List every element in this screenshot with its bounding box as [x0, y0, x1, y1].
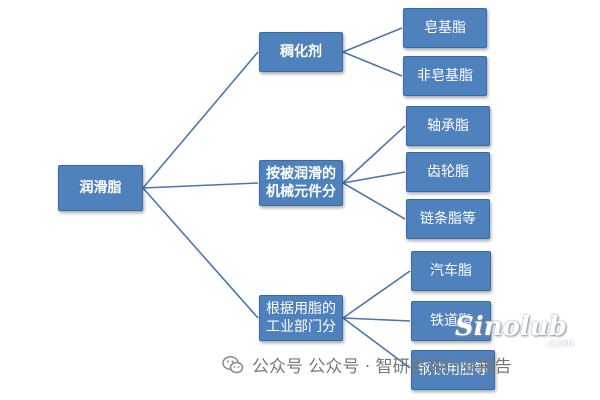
branch-node-thickener: 稠化剂	[259, 32, 343, 72]
branch-node-machine-component: 按被润滑的 机械元件分	[259, 160, 343, 206]
watermark-text: 公众号 公众号 · 智研咨询行业报告	[252, 357, 512, 377]
link-root-thickener	[142, 51, 259, 189]
link-component-bearing	[342, 125, 406, 184]
leaf-node-non-soap-grease: 非皂基脂	[403, 56, 487, 96]
leaf-node-gear-grease: 齿轮脂	[406, 152, 490, 192]
link-root-industry	[142, 187, 259, 319]
link-component-chain	[342, 182, 406, 220]
branch-node-industry: 根据用脂的 工业部门分	[259, 295, 343, 341]
sinolub-logo: Sinolub	[455, 312, 567, 342]
link-component-gear	[342, 171, 406, 184]
link-thickener-soap	[342, 27, 403, 53]
root-node: 润滑脂	[58, 165, 143, 211]
link-industry-steel	[342, 317, 411, 369]
wechat-icon	[222, 355, 244, 373]
link-root-component	[142, 182, 259, 189]
leaf-node-chain-grease: 链条脂等	[406, 199, 490, 239]
leaf-node-automotive-grease: 汽车脂	[411, 251, 491, 291]
link-thickener-nonsoap	[342, 51, 403, 77]
leaf-node-bearing-grease: 轴承脂	[406, 106, 490, 146]
watermark: 公众号 公众号 · 智研咨询行业报告	[222, 352, 512, 377]
link-industry-auto	[342, 270, 411, 319]
leaf-node-soap-grease: 皂基脂	[403, 8, 487, 48]
link-industry-rail	[342, 317, 411, 322]
sinolub-logo-suffix: .com	[545, 336, 575, 350]
leaf-node-steel-grease: 钢铁用脂等	[411, 350, 495, 390]
leaf-node-railway-grease: 铁道脂	[411, 301, 491, 341]
